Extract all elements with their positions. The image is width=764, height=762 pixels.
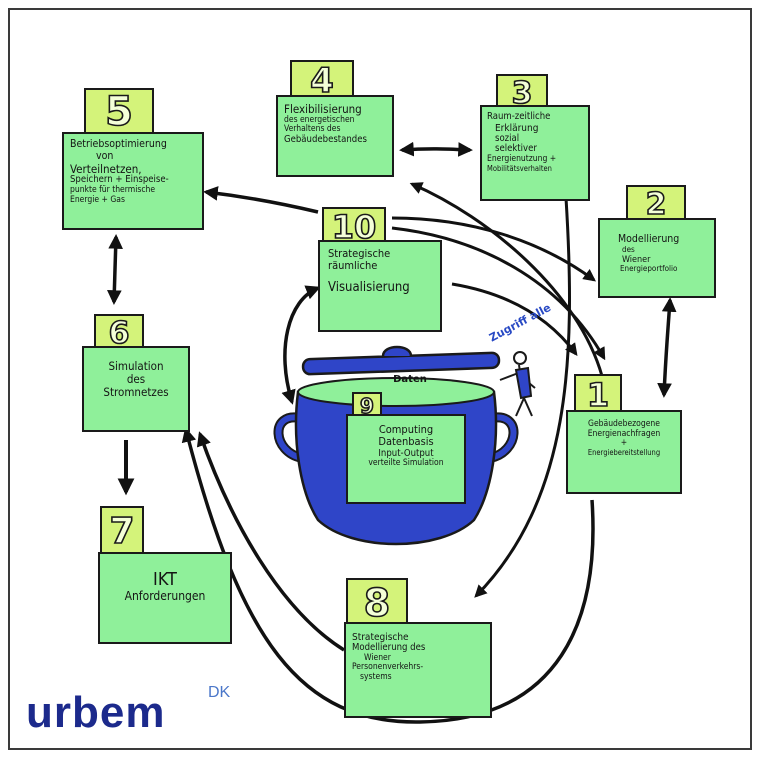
node-9-line-1: Computing	[378, 423, 434, 436]
urbem-logo: urbem	[26, 688, 166, 737]
node-2-line-4: Energieportfolio	[620, 263, 678, 273]
node-4-line-2: des energetischen	[284, 114, 355, 125]
node-1-line-1: Gebäudebezogene	[588, 419, 660, 429]
node-2-line-3: Wiener	[622, 254, 651, 265]
node-6-box: Simulation des Stromnetzes	[82, 346, 190, 432]
node-2-number: 2	[626, 185, 686, 223]
node-6-number: 6	[94, 314, 144, 352]
node-5-line-5: punkte für thermische	[70, 185, 156, 195]
node-3-box: Raum-zeitliche Erklärung sozial selektiv…	[480, 105, 590, 201]
node-1-box: Gebäudebezogene Energienachfragen + Ener…	[566, 410, 682, 494]
node-9-box: Computing Datenbasis Input-Output vertei…	[346, 414, 466, 504]
node-7-box: IKT Anforderungen	[98, 552, 232, 644]
node-8-box: Strategische Modellierung des Wiener Per…	[344, 622, 492, 718]
node-4-line-1: Flexibilisierung	[284, 102, 362, 116]
node-1-line-3: +	[620, 438, 628, 449]
node-10-line-1: Strategische	[328, 247, 391, 260]
node-5-number: 5	[84, 88, 154, 136]
arrow-10b-1	[451, 282, 578, 357]
node-3-line-3: sozial	[495, 132, 520, 144]
node-9-line-3: Input-Output	[378, 447, 434, 459]
node-4-line-3: Verhaltens des	[284, 124, 341, 135]
node-3-line-4: selektiver	[495, 143, 537, 155]
arrow-2-1	[657, 297, 677, 398]
node-9-line-2: Datenbasis	[378, 435, 434, 449]
node-8-line-1: Strategische	[352, 632, 409, 643]
node-10-box: Strategische räumliche Visualisierung	[318, 240, 442, 332]
node-5-line-6: Energie + Gas	[70, 194, 125, 205]
node-3-line-2: Erklärung	[495, 122, 539, 134]
node-1-line-2: Energienachfragen	[587, 428, 661, 439]
node-6-line-3: Stromnetzes	[103, 384, 169, 399]
node-5-box: Betriebsoptimierung von Verteilnetzen, S…	[62, 132, 204, 230]
arrow-8-6	[196, 431, 345, 652]
urbem-logo-suffix: DK	[208, 684, 231, 701]
node-8-line-5: systems	[360, 671, 392, 682]
person-figure	[499, 351, 536, 417]
arrow-4-3	[399, 141, 473, 157]
node-7-number: 7	[100, 506, 144, 556]
node-8-line-4: Personenverkehrs-	[352, 662, 424, 673]
node-2-line-2: des	[622, 244, 635, 254]
node-8-line-3: Wiener	[364, 652, 391, 663]
node-1-number: 1	[574, 374, 622, 416]
node-10-line-3: Visualisierung	[328, 279, 410, 295]
arrow-1-4	[409, 182, 604, 377]
arrow-1-6	[181, 427, 595, 724]
node-8-line-2: Modellierung des	[352, 642, 426, 654]
arrow-3-8	[474, 197, 571, 598]
arrow-10-1	[391, 226, 606, 361]
node-6-line-1: Simulation	[108, 359, 164, 373]
node-7-line-2: Anforderungen	[124, 589, 206, 604]
node-6-line-2: des	[126, 371, 146, 386]
node-8-number: 8	[346, 578, 408, 628]
node-4-line-4: Gebäudebestandes	[284, 133, 367, 145]
node-5-line-3: Verteilnetzen,	[70, 161, 142, 176]
pot-lid-label: Daten	[393, 374, 427, 385]
node-7-line-1: IKT	[153, 569, 177, 590]
node-1-line-4: Energiebereitstellung	[587, 447, 661, 457]
node-4-box: Flexibilisierung des energetischen Verha…	[276, 95, 394, 177]
node-5-line-4: Speichern + Einspeise-	[70, 174, 169, 186]
arrow-10-2	[391, 216, 597, 282]
node-3-line-1: Raum-zeitliche	[487, 111, 551, 122]
image-frame	[8, 8, 752, 750]
arrow-10-5	[203, 186, 319, 214]
node-2-line-1: Modellierung	[618, 233, 680, 245]
node-10-line-2: räumliche	[328, 259, 378, 273]
node-9-line-4: verteilte Simulation	[368, 458, 444, 469]
node-3-line-6: Mobilitätsverhalten	[487, 163, 552, 173]
node-2-box: Modellierung des Wiener Energieportfolio	[598, 218, 716, 298]
arrow-5-6	[107, 234, 123, 305]
node-5-line-2: von	[96, 149, 114, 162]
arrow-10-9	[281, 285, 321, 405]
node-5-line-1: Betriebsoptimierung	[70, 138, 167, 150]
node-3-line-5: Energienutzung +	[487, 154, 557, 165]
